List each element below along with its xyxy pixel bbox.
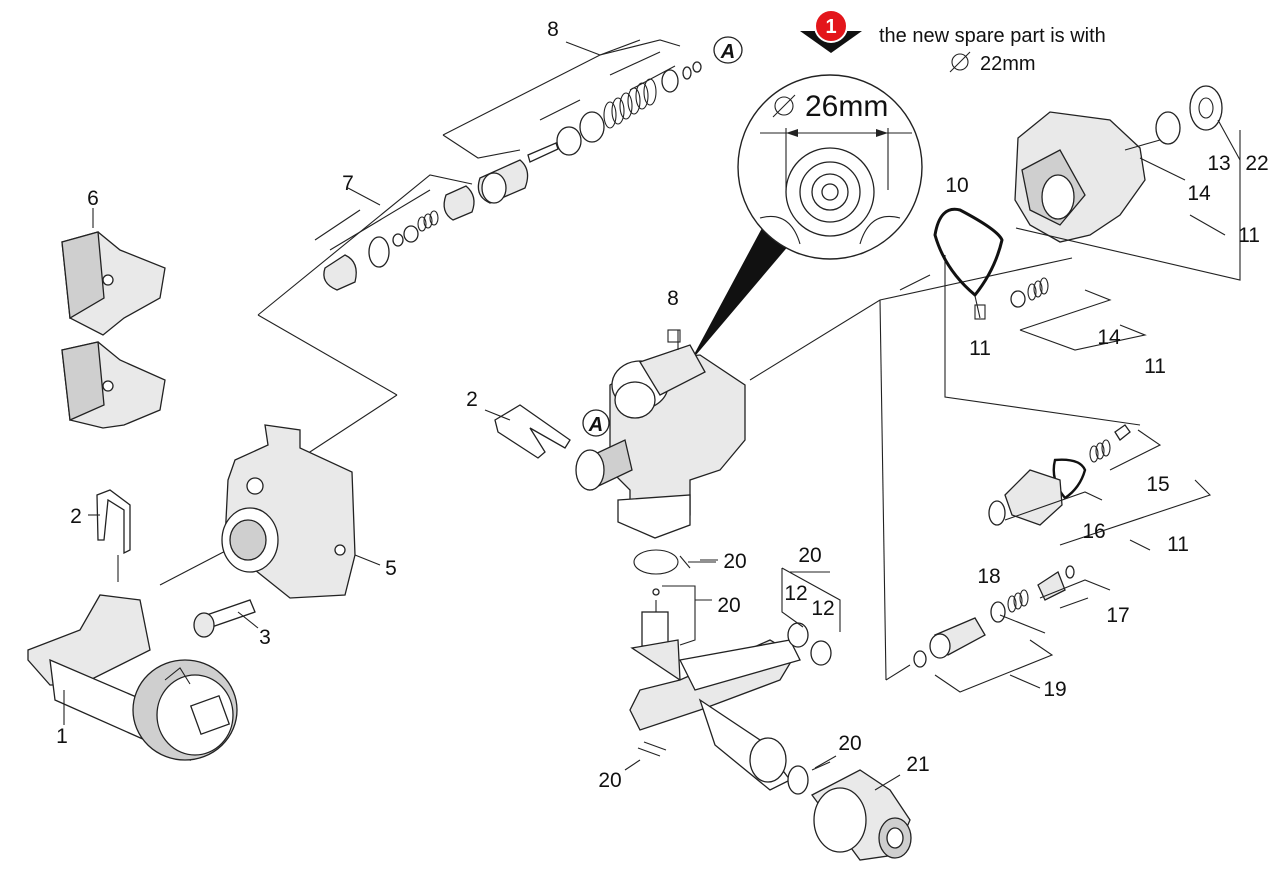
lines-right-upper	[749, 255, 1141, 681]
label-11-b: 11	[1144, 355, 1166, 378]
valve-15-16	[988, 424, 1212, 546]
label-20-c: 20	[717, 594, 740, 617]
label-11-c: 11	[1238, 224, 1260, 247]
label-19: 19	[1043, 678, 1066, 701]
label-22: 22	[1245, 152, 1268, 175]
valve-kit-8	[442, 39, 702, 204]
reference-a-upper: A	[713, 36, 743, 64]
leader-lines	[624, 119, 1241, 791]
label-20-a: 20	[723, 550, 746, 573]
detail-magnifier: 26mm	[737, 74, 923, 260]
valve-14	[1010, 277, 1147, 351]
notice-badge	[814, 9, 848, 43]
label-3: 3	[259, 626, 271, 649]
label-13: 13	[1207, 152, 1230, 175]
gun-adapter-1	[27, 594, 238, 762]
label-12-a: 12	[784, 582, 807, 605]
holder-clips-6	[61, 208, 166, 429]
label-20-b: 20	[798, 544, 821, 567]
detail-pointer	[690, 228, 790, 362]
label-20-e: 20	[598, 769, 621, 792]
cylinder-head-11	[1014, 85, 1241, 281]
label-18: 18	[977, 565, 1000, 588]
label-12-b: 12	[811, 597, 834, 620]
label-14-b: 14	[1187, 182, 1211, 205]
label-5: 5	[385, 557, 397, 580]
diameter-icon	[772, 94, 796, 118]
label-16: 16	[1082, 520, 1105, 543]
label-1: 1	[56, 725, 68, 748]
label-14-a: 14	[1097, 326, 1121, 349]
notice-text-line1: the new spare part is with	[879, 25, 1106, 47]
manifold	[629, 549, 809, 795]
valve-17-18-19	[913, 565, 1111, 693]
connector-21	[811, 761, 912, 861]
valve-kit-7	[257, 174, 475, 466]
clip-2-left	[88, 489, 131, 582]
pump-housing-5	[221, 424, 381, 599]
diameter-icon	[949, 51, 971, 73]
notice-text-line2: 22mm	[980, 53, 1036, 75]
reference-a-body: A	[582, 409, 610, 437]
o-rings-12	[781, 567, 841, 666]
label-2-mid: 2	[466, 388, 478, 411]
notice-marker: 1	[800, 9, 862, 53]
label-10: 10	[945, 174, 968, 197]
clip-2-mid	[484, 404, 571, 459]
screw-3	[159, 545, 259, 638]
label-6: 6	[87, 187, 99, 210]
svg-text:A: A	[720, 41, 735, 63]
pump-head	[575, 329, 746, 539]
detail-dimension: 26mm	[805, 90, 888, 123]
label-20-d: 20	[838, 732, 861, 755]
notice-badge-number: 1	[825, 16, 836, 38]
label-11-d: 11	[1167, 533, 1189, 556]
label-8-mid: 8	[667, 287, 679, 310]
gasket-10	[933, 207, 1004, 320]
label-8-top: 8	[547, 18, 559, 41]
label-2-left: 2	[70, 505, 82, 528]
label-11-a: 11	[969, 337, 991, 360]
svg-text:A: A	[588, 414, 603, 436]
label-17: 17	[1106, 604, 1129, 627]
label-15: 15	[1146, 473, 1169, 496]
label-7: 7	[342, 172, 354, 195]
part-labels: 8 7 6 2 1 3 5 8 2 20 20 20 12 12 20 20 2…	[56, 18, 1269, 792]
label-21: 21	[906, 753, 929, 776]
